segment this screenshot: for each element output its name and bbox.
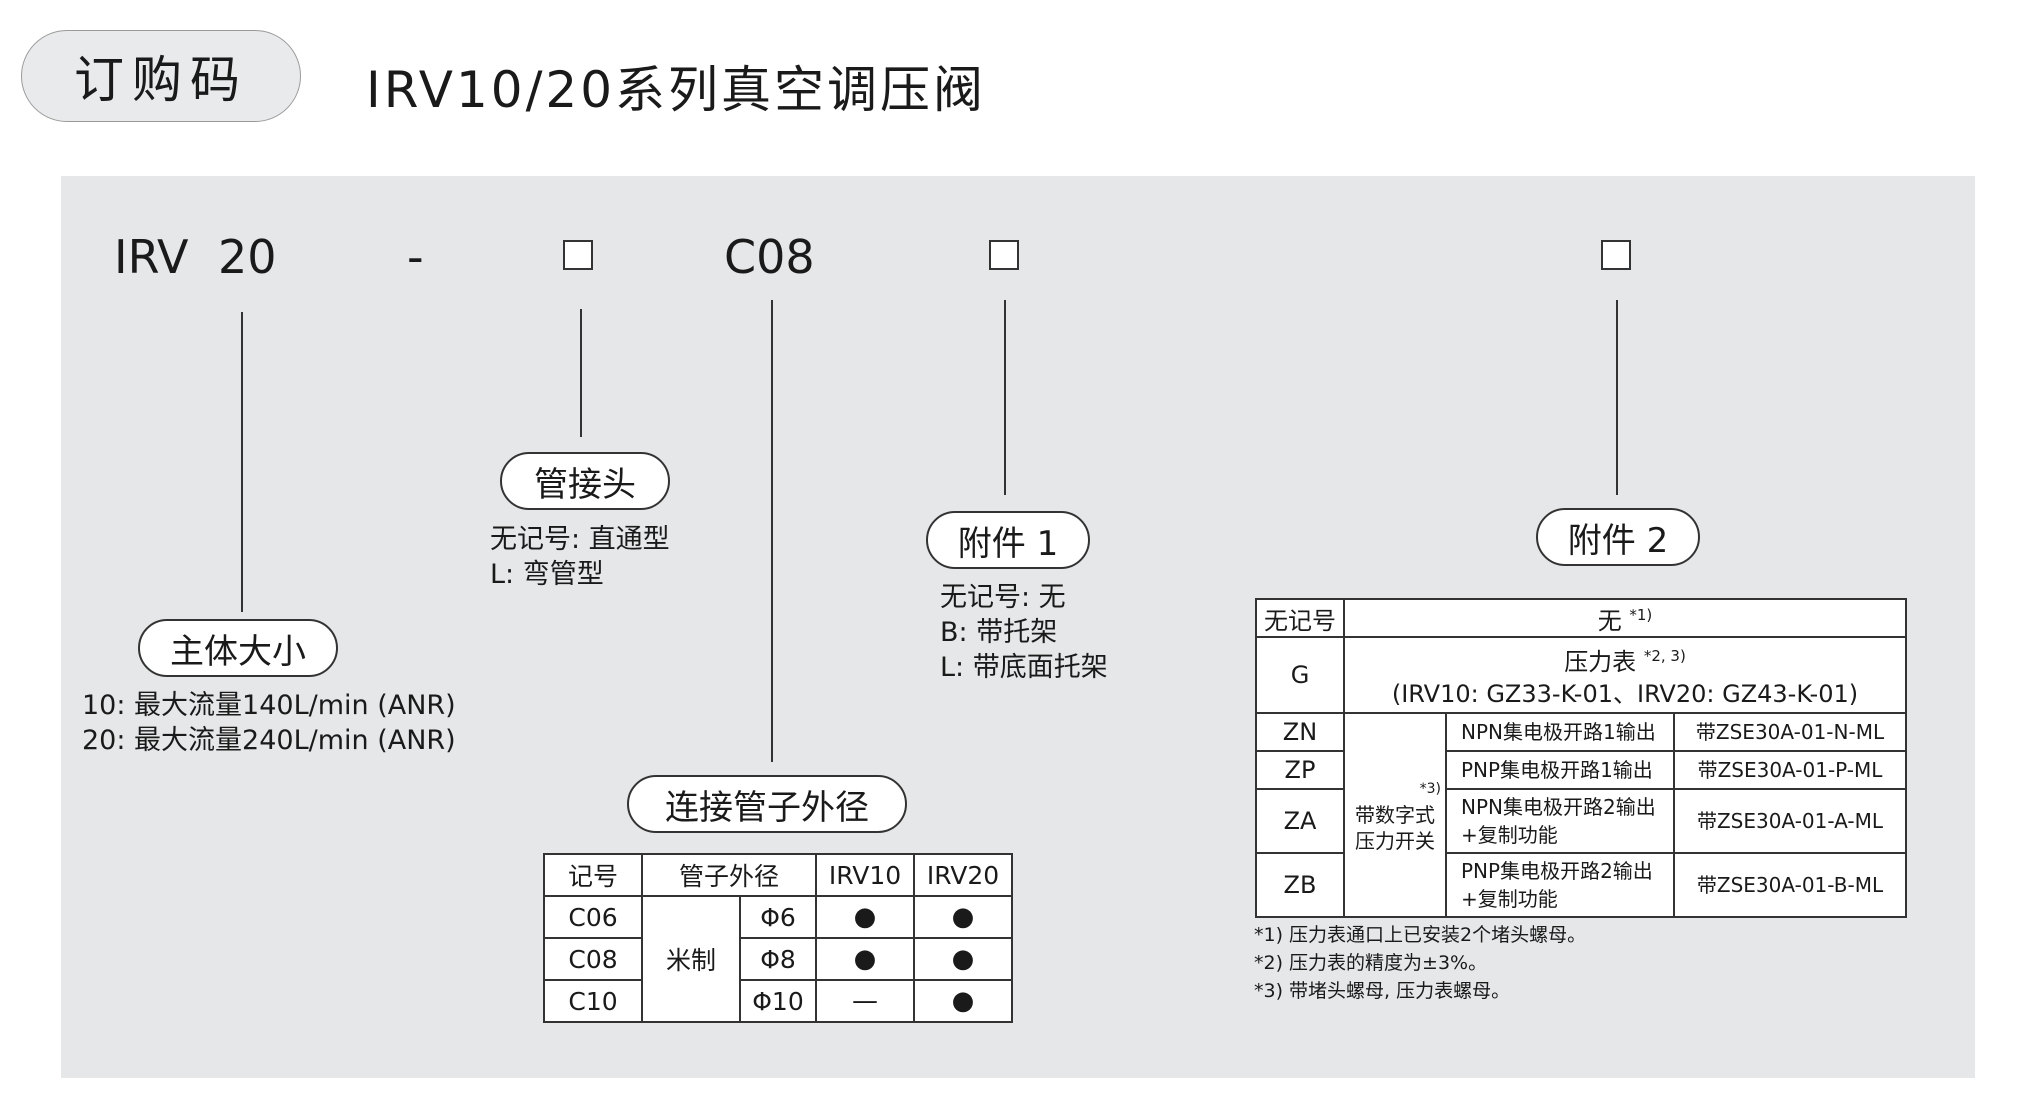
row-model: 带ZSE30A-01-N-ML	[1673, 712, 1907, 752]
table-header-row: 记号 管子外径 IRV10 IRV20	[543, 853, 1013, 897]
code-series: IRV	[114, 230, 189, 284]
row-code: ZB	[1255, 852, 1345, 918]
none-footnote-ref: *1)	[1629, 605, 1653, 624]
leader-line-tube-od	[771, 300, 773, 762]
body-size-option-10: 10: 最大流量140L/min (ANR)	[82, 690, 456, 721]
accessory1-option-l: L: 带底面托架	[940, 652, 1108, 683]
switch-footnote-ref: *3)	[1419, 781, 1441, 797]
table-row: C06 米制 Φ6 ● ●	[543, 895, 1013, 1023]
none-code: 无记号	[1255, 598, 1345, 638]
row-code: C08	[543, 937, 643, 981]
code-tube-od: C08	[724, 230, 815, 284]
irv20-availability: ●	[913, 937, 1013, 981]
fitting-options: 无记号: 直通型 L: 弯管型	[490, 522, 670, 592]
header-irv20: IRV20	[913, 853, 1013, 897]
fitting-option-box	[563, 240, 593, 270]
table-row: C10 Φ10 — ●	[543, 979, 1013, 1023]
accessory2-table: 无记号 无 *1) G 压力表 *2, 3) (IRV10: GZ33-K-01…	[1255, 598, 1907, 918]
body-size-label: 主体大小	[138, 619, 338, 677]
row-desc: PNP集电极开路2输出 +复制功能	[1445, 852, 1675, 918]
row-desc: PNP集电极开路1输出	[1445, 750, 1675, 790]
g-footnote-ref: *2, 3)	[1643, 647, 1686, 665]
row-size: Φ6	[739, 895, 817, 939]
irv20-availability: ●	[913, 895, 1013, 939]
table-row: ZP PNP集电极开路1输出 带ZSE30A-01-P-ML	[1255, 750, 1907, 790]
code-dash: -	[407, 230, 424, 284]
irv20-availability: ●	[913, 979, 1013, 1023]
leader-line-fitting	[580, 309, 582, 437]
fitting-option-none: 无记号: 直通型	[490, 524, 670, 555]
accessory1-option-none: 无记号: 无	[940, 582, 1066, 613]
tube-od-label: 连接管子外径	[627, 775, 907, 833]
leader-line-accessory2	[1616, 300, 1618, 495]
row-code: ZN	[1255, 712, 1345, 752]
header-tube-od: 管子外径	[641, 853, 817, 897]
fitting-label: 管接头	[500, 452, 670, 510]
footnote-2: *2) 压力表的精度为±3%。	[1254, 952, 1488, 974]
fitting-option-l: L: 弯管型	[490, 559, 604, 590]
g-line2: (IRV10: GZ33-K-01、IRV20: GZ43-K-01)	[1391, 680, 1859, 708]
irv10-availability: —	[815, 979, 915, 1023]
header-irv10: IRV10	[815, 853, 915, 897]
digital-switch-label: *3) 带数字式 压力开关	[1343, 712, 1447, 918]
row-model: 带ZSE30A-01-B-ML	[1673, 852, 1907, 918]
body-size-options: 10: 最大流量140L/min (ANR) 20: 最大流量240L/min …	[82, 688, 456, 758]
order-code-badge: 订购码	[21, 30, 301, 122]
none-text: 无	[1597, 606, 1622, 635]
row-size: Φ10	[739, 979, 817, 1023]
table-row: ZA NPN集电极开路2输出 +复制功能 带ZSE30A-01-A-ML	[1255, 788, 1907, 854]
accessory1-options: 无记号: 无 B: 带托架 L: 带底面托架	[940, 580, 1108, 685]
header-code: 记号	[543, 853, 643, 897]
metric-label: 米制	[641, 895, 741, 1023]
table-row: C08 Φ8 ● ●	[543, 937, 1013, 981]
row-desc-line1: PNP集电极开路2输出	[1461, 859, 1653, 883]
row-model: 带ZSE30A-01-A-ML	[1673, 788, 1907, 854]
switch-line2: 压力开关	[1355, 829, 1435, 853]
table-row: ZB PNP集电极开路2输出 +复制功能 带ZSE30A-01-B-ML	[1255, 852, 1907, 918]
row-desc: NPN集电极开路2输出 +复制功能	[1445, 788, 1675, 854]
row-code: C06	[543, 895, 643, 939]
row-code: ZP	[1255, 750, 1345, 790]
row-desc-line2: +复制功能	[1461, 823, 1558, 847]
accessory1-label: 附件 1	[926, 511, 1090, 569]
irv10-availability: ●	[815, 937, 915, 981]
accessory2-label: 附件 2	[1536, 508, 1700, 566]
page-title: IRV10/20系列真空调压阀	[366, 61, 987, 119]
body-size-option-20: 20: 最大流量240L/min (ANR)	[82, 725, 456, 756]
row-model: 带ZSE30A-01-P-ML	[1673, 750, 1907, 790]
leader-line-body-size	[241, 312, 243, 612]
accessory2-option-box	[1601, 240, 1631, 270]
none-desc: 无 *1)	[1343, 598, 1907, 638]
accessory1-option-b: B: 带托架	[940, 617, 1058, 648]
g-code: G	[1255, 636, 1345, 714]
footnote-1: *1) 压力表通口上已安装2个堵头螺母。	[1254, 924, 1587, 946]
table-row: ZN *3) 带数字式 压力开关 NPN集电极开路1输出 带ZSE30A-01-…	[1255, 712, 1907, 918]
accessory1-option-box	[989, 240, 1019, 270]
g-line1: 压力表	[1564, 648, 1637, 676]
footnote-3: *3) 带堵头螺母, 压力表螺母。	[1254, 980, 1511, 1002]
code-body-size: 20	[218, 230, 277, 284]
row-desc-line1: NPN集电极开路2输出	[1461, 795, 1656, 819]
tube-od-table: 记号 管子外径 IRV10 IRV20 C06 米制 Φ6 ● ● C08 Φ8…	[543, 853, 1013, 1023]
row-desc: NPN集电极开路1输出	[1445, 712, 1675, 752]
footnotes: *1) 压力表通口上已安装2个堵头螺母。 *2) 压力表的精度为±3%。 *3)…	[1254, 921, 1586, 1005]
row-code: C10	[543, 979, 643, 1023]
row-code: ZA	[1255, 788, 1345, 854]
leader-line-accessory1	[1004, 300, 1006, 495]
row-size: Φ8	[739, 937, 817, 981]
switch-line1: 带数字式	[1355, 803, 1435, 827]
row-desc-line2: +复制功能	[1461, 887, 1558, 911]
table-row: 无记号 无 *1)	[1255, 598, 1907, 638]
g-desc: 压力表 *2, 3) (IRV10: GZ33-K-01、IRV20: GZ43…	[1343, 636, 1907, 714]
table-row: G 压力表 *2, 3) (IRV10: GZ33-K-01、IRV20: GZ…	[1255, 636, 1907, 714]
irv10-availability: ●	[815, 895, 915, 939]
